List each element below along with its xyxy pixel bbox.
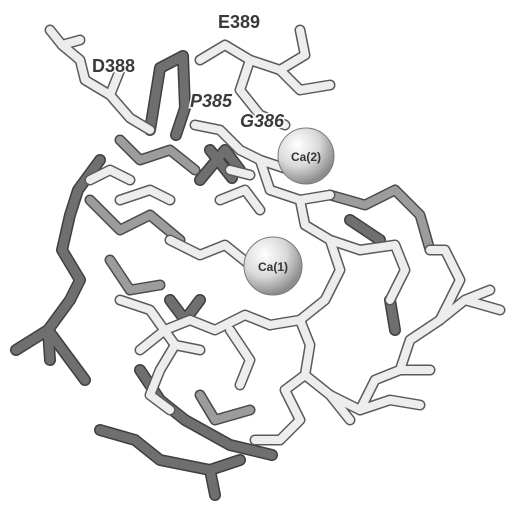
residue-label-g386: G386 [240, 111, 285, 131]
residue-label-d388: D388 [92, 56, 135, 76]
calcium-ion-1: Ca(1) [243, 236, 303, 296]
mid-sticks [84, 134, 436, 426]
calcium-ion-2: Ca(2) [277, 127, 335, 185]
light-sticks [44, 24, 506, 446]
residue-label-e389: E389 [218, 12, 260, 32]
ion-label-ca2: Ca(2) [291, 150, 321, 164]
ion-label-ca1: Ca(1) [258, 260, 288, 274]
residue-label-p385: P385 [190, 91, 233, 111]
